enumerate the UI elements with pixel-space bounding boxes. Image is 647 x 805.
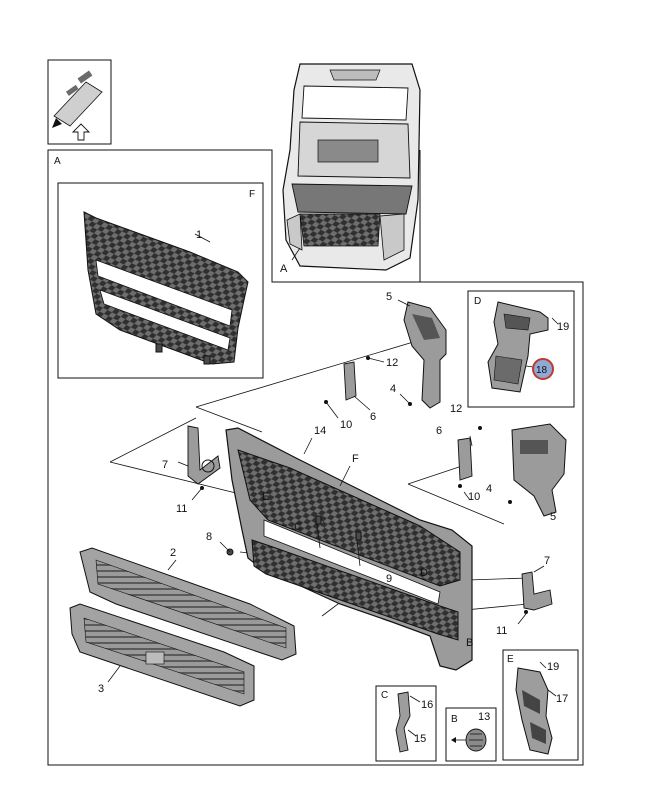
- inset-b-letter: B: [451, 714, 458, 725]
- label-part-5-right: 5: [550, 511, 556, 523]
- label-part-13: 13: [478, 711, 490, 723]
- inset-c-letter: C: [381, 690, 388, 701]
- inset-f: F: [57, 182, 264, 379]
- label-part-18: 18: [536, 365, 548, 376]
- label-part-f: F: [352, 453, 359, 465]
- callout-a-top: A: [280, 263, 288, 275]
- label-part-10-right: 10: [468, 491, 480, 503]
- label-callout-b: B: [466, 637, 473, 649]
- label-part-8: 8: [206, 531, 212, 543]
- inset-f-letter: F: [249, 189, 255, 200]
- label-part-9: 9: [386, 573, 392, 585]
- main-grille-frame: [225, 427, 473, 671]
- label-part-15: 15: [414, 733, 426, 745]
- view-letter-a: A: [54, 156, 61, 167]
- lower-grille-panel-3: [69, 603, 255, 707]
- label-part-14: 14: [314, 425, 326, 437]
- cab-front-illustration: [271, 63, 421, 283]
- highlighted-part-18[interactable]: 18: [532, 358, 554, 380]
- label-callout-c: C: [294, 521, 302, 533]
- label-part-4-right: 4: [486, 483, 492, 495]
- inset-e-letter: E: [507, 654, 514, 665]
- label-part-19-e: 19: [547, 661, 559, 673]
- inset-d: D: [467, 290, 575, 408]
- label-callout-d: D: [420, 567, 428, 579]
- label-part-10-upper: 10: [340, 419, 352, 431]
- orientation-icon: [47, 59, 112, 145]
- inset-c: C: [375, 685, 437, 762]
- label-part-12-upper: 12: [386, 357, 398, 369]
- label-part-3: 3: [98, 683, 104, 695]
- lower-grille-panel-2: [79, 547, 297, 661]
- label-part-7-left: 7: [162, 459, 168, 471]
- bracket-5-upper: [397, 299, 447, 409]
- bracket-cluster-right: [457, 423, 567, 517]
- label-part-4-upper: 4: [390, 383, 396, 395]
- label-part-19-d: 19: [557, 321, 569, 333]
- inset-b: B: [445, 707, 497, 762]
- label-part-1: 1: [196, 229, 202, 241]
- label-part-2: 2: [170, 547, 176, 559]
- label-part-16: 16: [421, 699, 433, 711]
- inset-e: E: [502, 649, 579, 761]
- label-part-11-right: 11: [496, 625, 507, 637]
- label-part-11-left: 11: [176, 503, 187, 515]
- main-frame: [47, 149, 584, 766]
- label-callout-e: E: [262, 491, 269, 503]
- label-part-5-upper: 5: [386, 291, 392, 303]
- bracket-6-upper: [343, 356, 385, 411]
- label-part-12-right: 12: [450, 403, 462, 415]
- hinge-7-left: [177, 425, 221, 501]
- label-part-6-right: 6: [436, 425, 442, 437]
- hinge-7-right: [517, 565, 553, 625]
- label-part-17: 17: [556, 693, 568, 705]
- label-part-6-upper: 6: [370, 411, 376, 423]
- label-part-7-right: 7: [544, 555, 550, 567]
- bolt-8: [219, 541, 234, 556]
- inset-d-letter: D: [474, 296, 481, 307]
